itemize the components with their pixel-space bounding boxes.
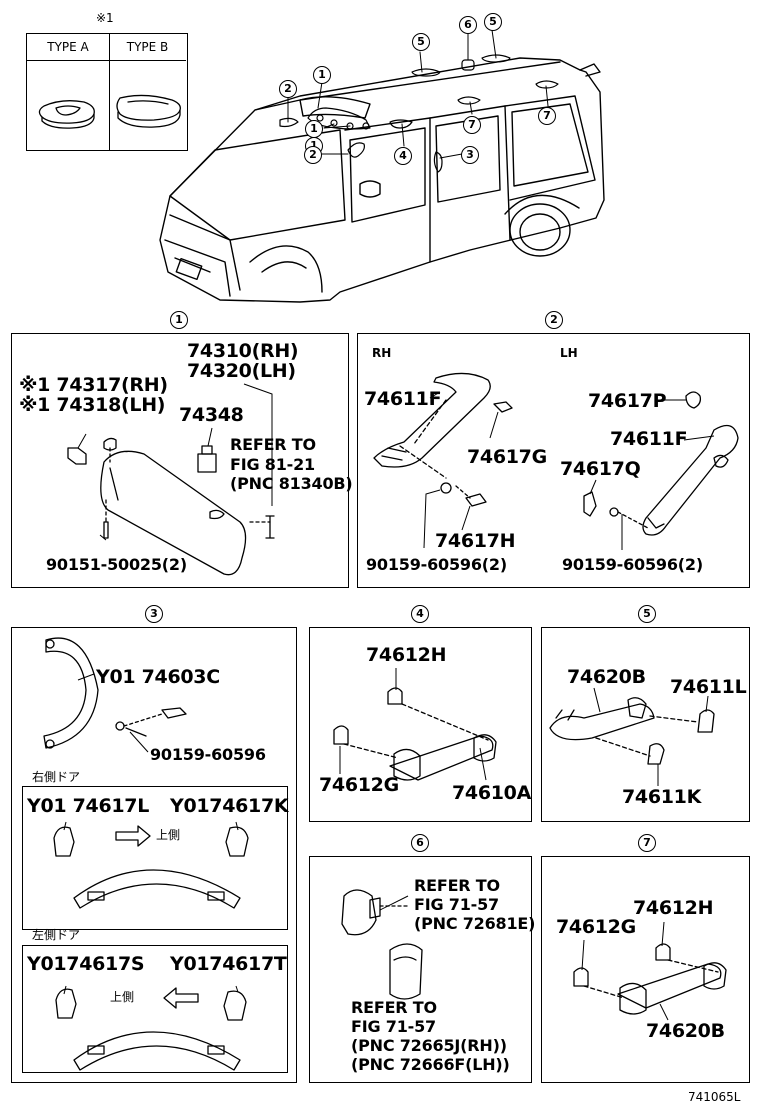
part-74612H-4: 74612H: [366, 644, 447, 666]
upper-side-left: 上側: [110, 990, 135, 1004]
refer-to-6b: REFER TO: [351, 998, 437, 1017]
assist-grip-door-drawing: [43, 637, 249, 1071]
callout-6: 6: [459, 16, 477, 34]
panel-7: [541, 856, 750, 1083]
callout-5a: 5: [412, 33, 430, 51]
refer-to-1: REFER TO: [230, 435, 316, 454]
right-door-label: 右側ドア: [32, 770, 81, 784]
part-74603C: Y01 74603C: [96, 666, 220, 688]
part-74620B-7: 74620B: [646, 1020, 725, 1042]
refer-pnc-6b-rh: (PNC 72665J(RH)): [351, 1036, 507, 1055]
part-74617L: Y01 74617L: [27, 795, 150, 817]
part-74617H: 74617H: [435, 530, 516, 552]
part-74611F-lh: 74611F: [610, 428, 688, 450]
part-74610A: 74610A: [452, 782, 532, 804]
type-a-clip-drawing: [38, 100, 95, 129]
note-mark: ※1: [96, 11, 114, 25]
type-b-clip-drawing: [116, 94, 181, 128]
callout-5b: 5: [484, 13, 502, 31]
panel-6-number: 6: [411, 834, 429, 852]
left-door-box: [22, 945, 288, 1073]
lh-label: LH: [560, 346, 578, 360]
refer-pnc-6b-lh: (PNC 72666F(LH)): [351, 1055, 510, 1074]
panel-3-number: 3: [145, 605, 163, 623]
panel-6: [309, 856, 532, 1083]
callout-2a: 2: [279, 80, 297, 98]
panel-2: [357, 333, 750, 588]
part-74317: ※1 74317(RH): [19, 374, 168, 396]
part-74620B-5: 74620B: [567, 666, 646, 688]
part-74310: 74310(RH): [187, 340, 299, 362]
part-74611K: 74611K: [622, 786, 702, 808]
type-a-header: TYPE A: [27, 34, 110, 61]
part-74617K: Y0174617K: [170, 795, 289, 817]
callout-4: 4: [394, 147, 412, 165]
van-overview-drawing: [159, 57, 605, 303]
callout-7a: 7: [463, 116, 481, 134]
left-door-label: 左側ドア: [32, 928, 81, 942]
refer-pnc-1: (PNC 81340B): [230, 474, 353, 493]
screw-90159-rh: 90159-60596(2): [366, 555, 507, 574]
callout-7b: 7: [538, 107, 556, 125]
sun-visor-drawing: [67, 437, 275, 576]
coat-hook-drawing: [341, 889, 423, 1000]
screw-90159-lh: 90159-60596(2): [562, 555, 703, 574]
panel-4-number: 4: [411, 605, 429, 623]
part-74617G: 74617G: [467, 446, 547, 468]
panel-5-number: 5: [638, 605, 656, 623]
part-74617T: Y0174617T: [170, 953, 287, 975]
panel-3: [11, 627, 297, 1083]
part-74611F-rh: 74611F: [364, 388, 442, 410]
rh-label: RH: [372, 346, 392, 360]
part-74617Q: 74617Q: [560, 458, 641, 480]
screw-90159: 90159-60596: [150, 745, 266, 764]
part-74320: 74320(LH): [187, 360, 296, 382]
assist-grip-rh-drawing: [373, 372, 513, 507]
right-door-box: [22, 786, 288, 930]
panel-5: [541, 627, 750, 822]
part-74612H-7: 74612H: [633, 897, 714, 919]
upper-side-right: 上側: [156, 828, 181, 842]
type-table: TYPE A TYPE B: [26, 33, 188, 151]
refer-to-6a: REFER TO: [414, 876, 500, 895]
callout-1a: 1: [313, 66, 331, 84]
refer-fig-6a: FIG 71-57: [414, 895, 499, 914]
callout-3: 3: [461, 146, 479, 164]
illustration-code: 741065L: [688, 1090, 741, 1104]
assist-grip-4-drawing: [333, 687, 497, 781]
screw-90151: 90151-50025(2): [46, 555, 187, 574]
part-74318: ※1 74318(LH): [19, 394, 166, 416]
callout-1b: 1: [305, 120, 323, 138]
part-74611L: 74611L: [670, 676, 747, 698]
type-b-header: TYPE B: [109, 34, 186, 61]
part-74612G-7: 74612G: [556, 916, 636, 938]
panel-1: [11, 333, 349, 588]
callout-2b: 2: [304, 146, 322, 164]
refer-pnc-6a: (PNC 72681E): [414, 914, 536, 933]
part-74617P: 74617P: [588, 390, 667, 412]
part-74617S: Y0174617S: [27, 953, 145, 975]
panel-2-number: 2: [545, 311, 563, 329]
part-74612G-4: 74612G: [319, 774, 399, 796]
assist-grip-7-drawing: [573, 943, 727, 1015]
panel-7-number: 7: [638, 834, 656, 852]
assist-grip-5-drawing: [549, 697, 715, 765]
panel-1-number: 1: [170, 311, 188, 329]
refer-fig-6b: FIG 71-57: [351, 1017, 436, 1036]
panel-4: [309, 627, 532, 822]
refer-fig-1: FIG 81-21: [230, 455, 315, 474]
part-74348: 74348: [179, 404, 244, 426]
